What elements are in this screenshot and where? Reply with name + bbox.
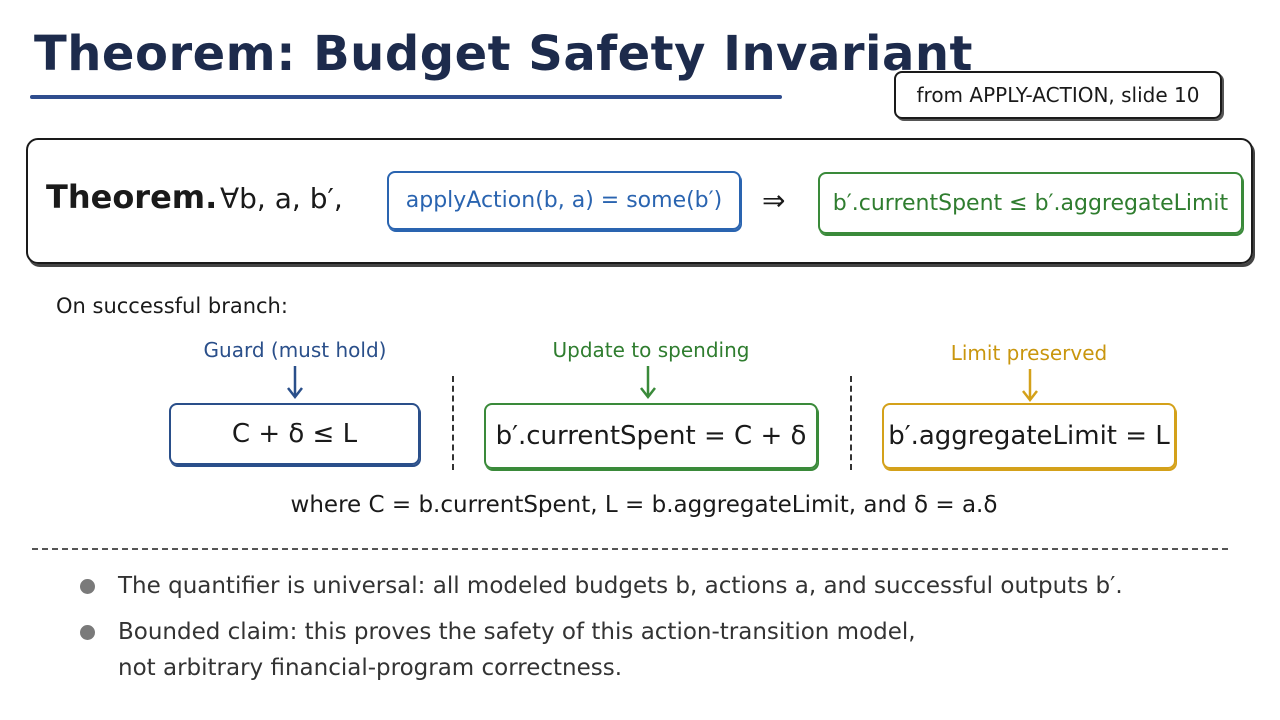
bullet-dot-icon xyxy=(80,579,95,594)
implies-symbol: ⇒ xyxy=(762,184,786,217)
note-text-continuation: not arbitrary financial-program correctn… xyxy=(118,655,623,681)
guard-down-arrow-icon xyxy=(287,366,303,400)
note-text: The quantifier is universal: all modeled… xyxy=(118,573,1123,599)
conclusion-box: b′.currentSpent ≤ b′.aggregateLimit xyxy=(818,172,1243,234)
theorem-quantifier: ∀b, a, b′, xyxy=(220,182,343,215)
theorem-label: Theorem. xyxy=(46,178,218,216)
theorem-box xyxy=(26,138,1253,264)
bullet-dot-icon xyxy=(80,625,95,640)
guard-box: C + δ ≤ L xyxy=(169,403,420,465)
premise-box: applyAction(b, a) = some(b′) xyxy=(387,171,741,230)
section-divider xyxy=(850,376,852,470)
title-underline xyxy=(30,95,782,99)
premise-text: applyAction(b, a) = some(b′) xyxy=(405,188,723,213)
source-tag: from APPLY-ACTION, slide 10 xyxy=(894,71,1222,119)
note-text: Bounded claim: this proves the safety of… xyxy=(118,619,916,645)
limit-caption: Limit preserved xyxy=(950,341,1108,365)
limit-down-arrow-icon xyxy=(1022,369,1038,403)
limit-formula: b′.aggregateLimit = L xyxy=(888,421,1170,451)
section-divider xyxy=(452,376,454,470)
horizontal-divider xyxy=(32,548,1228,550)
guard-formula: C + δ ≤ L xyxy=(231,419,358,449)
update-caption: Update to spending xyxy=(552,338,750,362)
guard-caption: Guard (must hold) xyxy=(203,338,387,362)
limit-box: b′.aggregateLimit = L xyxy=(882,403,1176,469)
branch-label: On successful branch: xyxy=(56,294,288,318)
update-box: b′.currentSpent = C + δ xyxy=(484,403,818,469)
slide-title: Theorem: Budget Safety Invariant xyxy=(34,26,973,82)
conclusion-text: b′.currentSpent ≤ b′.aggregateLimit xyxy=(832,190,1229,216)
update-formula: b′.currentSpent = C + δ xyxy=(495,421,807,451)
definitions-line: where C = b.currentSpent, L = b.aggregat… xyxy=(290,492,998,518)
update-down-arrow-icon xyxy=(640,366,656,400)
